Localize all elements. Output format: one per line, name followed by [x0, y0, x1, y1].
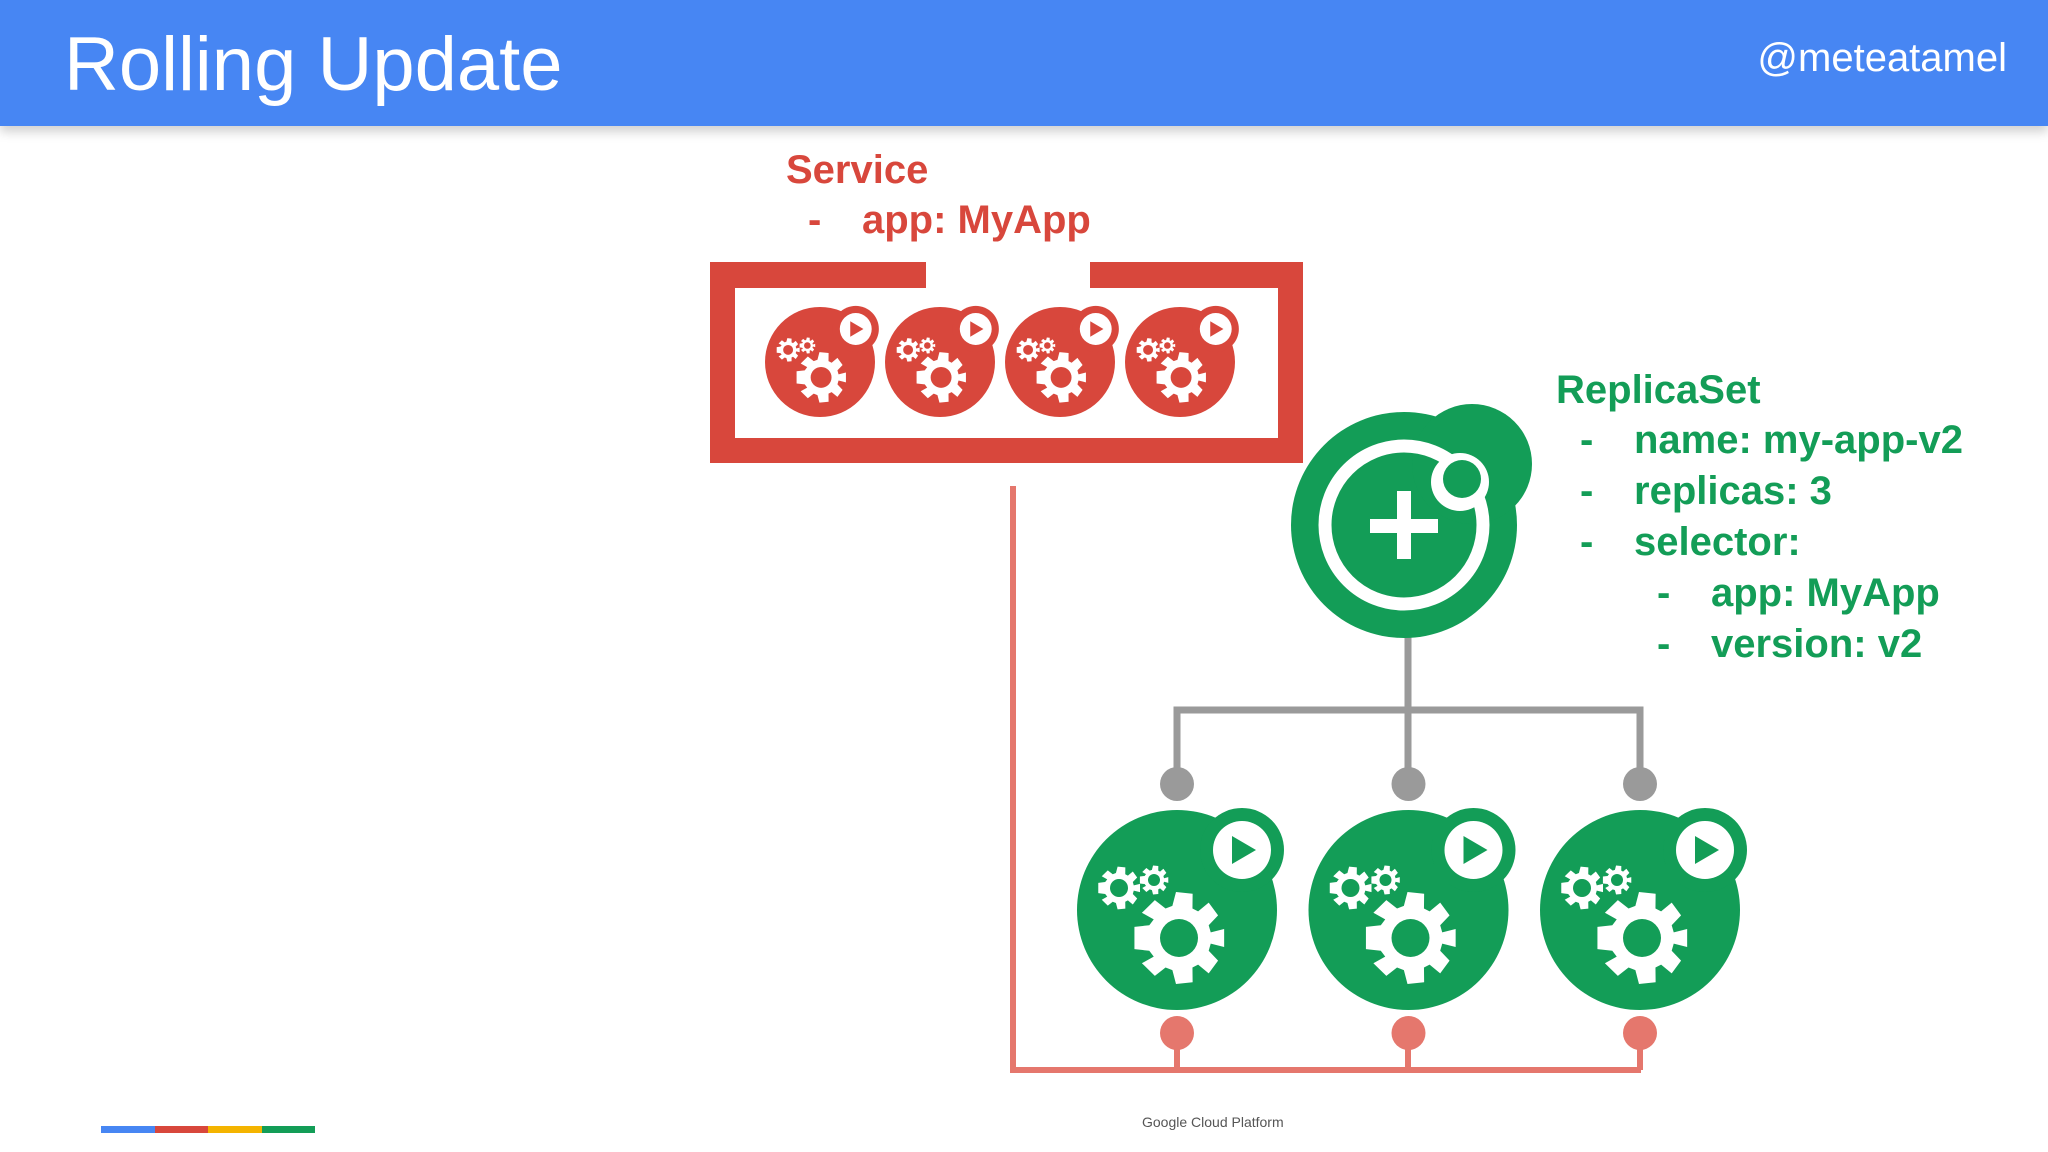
replicaset-selector-version-line: -version: v2	[1657, 620, 1922, 668]
service-connector-dot	[1391, 1016, 1426, 1050]
replicaset-name: name: my-app-v2	[1634, 418, 1963, 462]
brand-stripe-red	[155, 1126, 208, 1133]
service-selector: -app: MyApp	[808, 196, 1091, 244]
replica-pod-icon	[1540, 808, 1747, 1010]
replicaset-selector-app: app: MyApp	[1711, 571, 1940, 615]
brand-stripe	[101, 1120, 315, 1133]
service-selector-text: app: MyApp	[862, 198, 1091, 242]
replicaset-selector-app-line: -app: MyApp	[1657, 569, 1940, 617]
replicaset-connector-dot	[1623, 767, 1657, 801]
service-pod-dots	[1160, 1016, 1657, 1050]
author-handle: @meteatamel	[1757, 36, 2007, 80]
replica-pod-dots	[1160, 767, 1657, 801]
replicaset-connector-dot	[1391, 767, 1426, 801]
brand-stripe-yellow	[208, 1126, 262, 1133]
replicaset-dash: -	[1657, 571, 1671, 615]
service-pod-icon	[1125, 306, 1239, 417]
brand-stripe-blue	[101, 1126, 155, 1133]
replicaset-replicas-line: -replicas: 3	[1580, 467, 1832, 515]
service-connector-dot	[1623, 1016, 1657, 1050]
service-pod-icon	[885, 306, 999, 417]
replicaset-dash: -	[1580, 418, 1594, 462]
service-selector-dash: -	[808, 198, 822, 242]
slide-title: Rolling Update	[64, 22, 563, 107]
replicaset-selector-version: version: v2	[1711, 622, 1923, 666]
service-pods	[765, 306, 1239, 417]
replica-pods	[1077, 808, 1747, 1010]
service-pod-icon	[1005, 306, 1119, 417]
footer-platform-text: Google Cloud Platform	[1142, 1114, 1284, 1130]
service-box	[710, 262, 1303, 463]
replicaset-name-line: -name: my-app-v2	[1580, 416, 1963, 464]
brand-stripe-green	[262, 1126, 315, 1133]
brand-stripe-svg	[101, 1126, 315, 1133]
replicaset-selector: selector:	[1634, 520, 1801, 564]
replicaset-icon	[1291, 404, 1532, 638]
replicaset-dash: -	[1580, 520, 1594, 564]
service-connector-dot	[1160, 1016, 1194, 1050]
service-pod-icon	[765, 306, 879, 417]
replicaset-connector-lines	[1173, 630, 1644, 784]
replicaset-connector-dot	[1160, 767, 1194, 801]
replicaset-title: ReplicaSet	[1556, 368, 1761, 412]
replicaset-replicas: replicas: 3	[1634, 469, 1832, 513]
replica-pod-icon	[1309, 808, 1516, 1010]
replicaset-dash: -	[1657, 622, 1671, 666]
replicaset-dash: -	[1580, 469, 1594, 513]
slide-header: Rolling Update @meteatamel	[0, 0, 2048, 126]
service-title: Service	[786, 148, 929, 192]
replicaset-selector-line: -selector:	[1580, 518, 1801, 566]
replica-pod-icon	[1077, 808, 1284, 1010]
